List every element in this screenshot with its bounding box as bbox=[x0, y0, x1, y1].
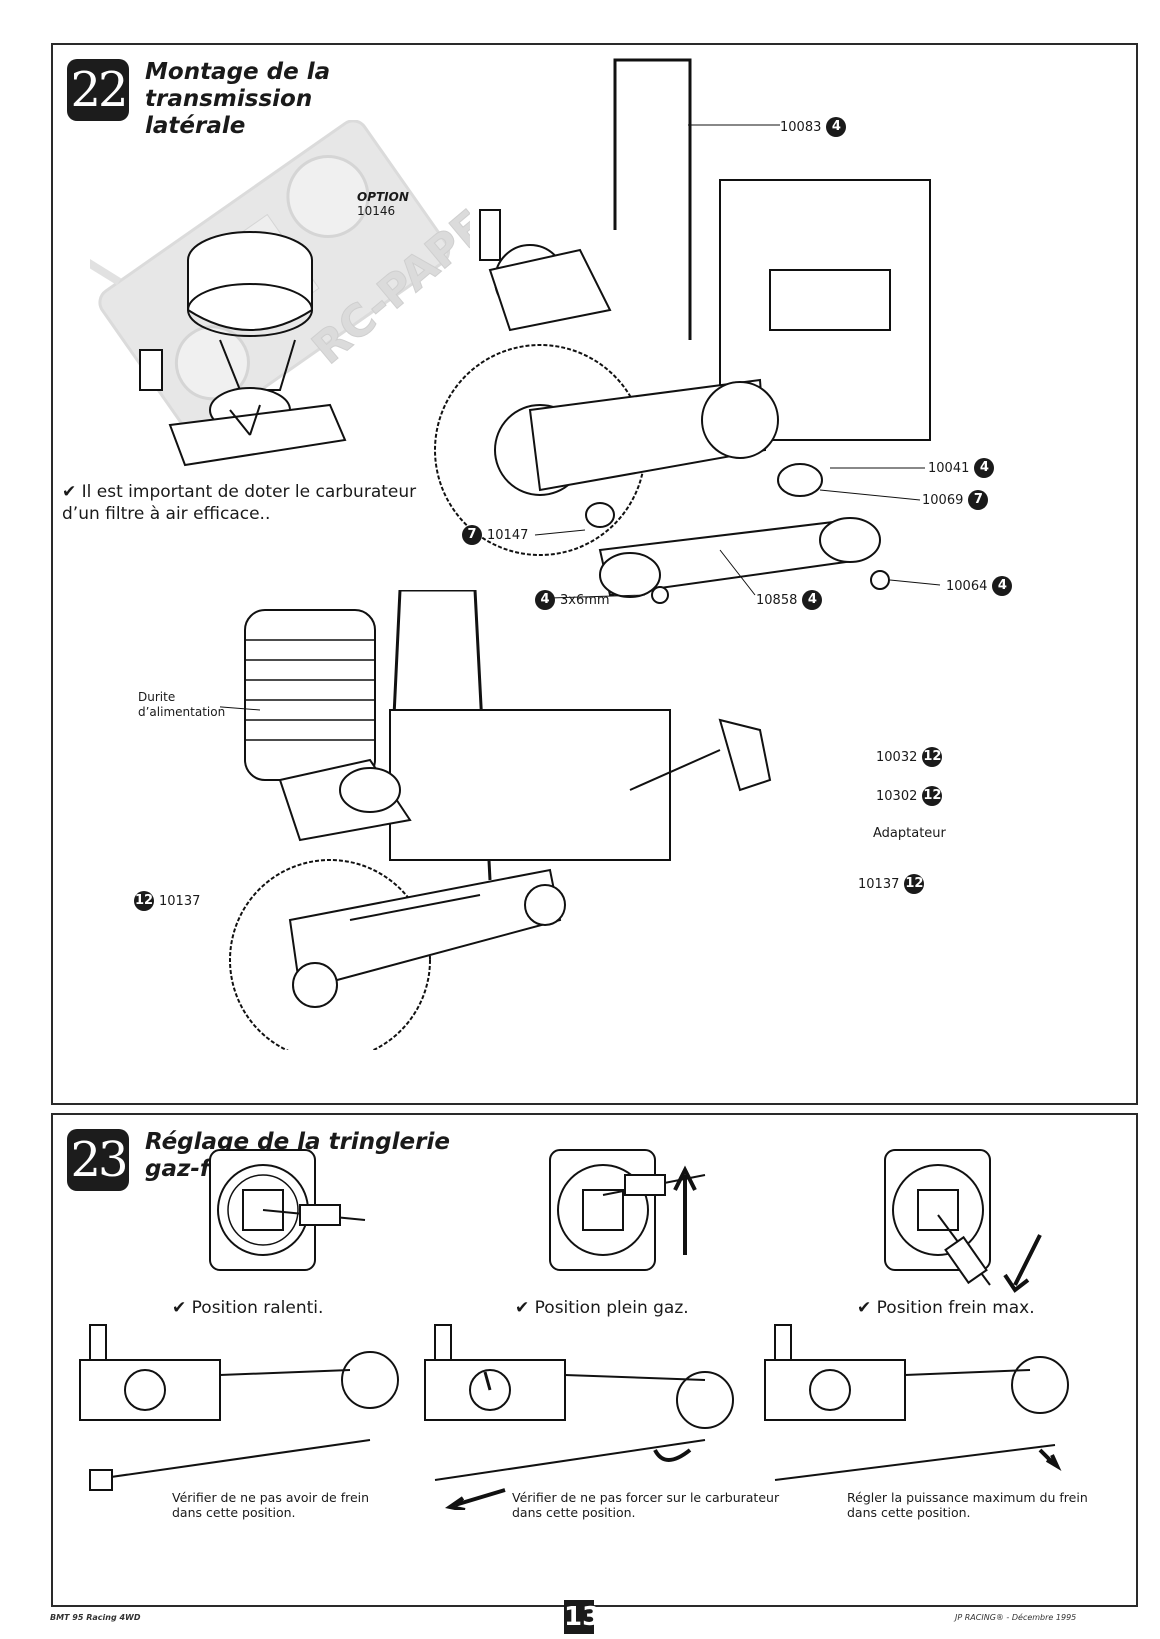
position-label-max-brake: ✔ Position frein max. bbox=[857, 1298, 1035, 1318]
part-number: 10083 bbox=[780, 119, 822, 135]
step-number-badge: 23 bbox=[67, 1129, 129, 1191]
quantity-badge: 12 bbox=[134, 891, 154, 911]
air-filter-note-line2: d’un filtre à air efficace.. bbox=[62, 504, 271, 524]
quantity-badge: 7 bbox=[462, 525, 482, 545]
max-brake-caption-line2: dans cette position. bbox=[847, 1505, 971, 1520]
quantity-badge: 4 bbox=[826, 117, 847, 137]
page-number: 13 bbox=[564, 1600, 601, 1634]
footer-model-name: BMT 95 Racing 4WD bbox=[50, 1613, 141, 1622]
air-filter-note-line1: ✔ Il est important de doter le carburate… bbox=[62, 482, 417, 502]
quantity-badge: 12 bbox=[904, 874, 925, 894]
linkage-max-brake-diagram bbox=[764, 1324, 1069, 1481]
quantity-badge: 12 bbox=[922, 747, 943, 767]
part-number: 10137 bbox=[159, 893, 201, 909]
part-label: Adaptateur bbox=[873, 826, 946, 841]
position-label-idle: ✔ Position ralenti. bbox=[172, 1298, 324, 1318]
step-title-line: latérale bbox=[145, 113, 246, 139]
servo-full-throttle-diagram bbox=[549, 1149, 706, 1271]
step-title-line: Montage de la bbox=[145, 59, 331, 85]
fuel-line-label-line1: Durite bbox=[138, 690, 176, 704]
full-throttle-caption-line2: dans cette position. bbox=[512, 1505, 636, 1520]
idle-caption-line1: Vérifier de ne pas avoir de frein bbox=[172, 1490, 370, 1505]
part-number: 10041 bbox=[928, 460, 970, 476]
part-number: 10858 bbox=[756, 592, 798, 608]
step-22-panel: 22 Montage de la transmission latérale bbox=[51, 43, 1138, 1105]
side-transmission-assembly-illustration bbox=[434, 58, 941, 604]
position-label-full-throttle: ✔ Position plein gaz. bbox=[515, 1298, 689, 1318]
part-number: 3x6mm bbox=[560, 592, 610, 608]
max-brake-caption-line1: Régler la puissance maximum du frein bbox=[847, 1490, 1088, 1505]
linkage-full-throttle-diagram bbox=[424, 1324, 734, 1510]
carburetor-air-filter-illustration bbox=[139, 231, 347, 467]
quantity-badge: 4 bbox=[974, 458, 995, 478]
idle-caption-line2: dans cette position. bbox=[172, 1505, 296, 1520]
part-callout: Adaptateur bbox=[873, 826, 946, 841]
full-throttle-caption-line1: Vérifier de ne pas forcer sur le carbura… bbox=[512, 1490, 780, 1505]
part-number: 10069 bbox=[922, 492, 964, 508]
quantity-badge: 4 bbox=[992, 576, 1013, 596]
footer-publisher: JP RACING® - Décembre 1995 bbox=[955, 1613, 1077, 1622]
linkage-idle-diagram bbox=[79, 1324, 399, 1491]
part-number: 10302 bbox=[876, 788, 918, 804]
part-number: 10137 bbox=[858, 876, 900, 892]
step-number-badge: 22 bbox=[67, 59, 129, 121]
option-label: OPTION bbox=[357, 190, 409, 204]
quantity-badge: 4 bbox=[802, 590, 823, 610]
servo-max-brake-diagram bbox=[884, 1149, 1042, 1293]
step-title: Montage de la transmission latérale bbox=[145, 59, 330, 140]
step-title-line: transmission bbox=[145, 86, 313, 112]
part-number: 10064 bbox=[946, 578, 988, 594]
part-number: 10032 bbox=[876, 749, 918, 765]
option-part-number: 10146 bbox=[357, 204, 396, 218]
part-callout: 4 3x6mm bbox=[535, 590, 610, 610]
quantity-badge: 7 bbox=[968, 490, 989, 510]
quantity-badge: 4 bbox=[535, 590, 555, 610]
part-callout: 12 10137 bbox=[134, 891, 200, 911]
part-number: 10147 bbox=[487, 527, 529, 543]
throttle-linkage-assembly-illustration bbox=[220, 590, 772, 1050]
fuel-line-label-line2: d’alimentation bbox=[138, 705, 226, 719]
quantity-badge: 12 bbox=[922, 786, 943, 806]
servo-idle-diagram bbox=[209, 1149, 366, 1271]
part-callout: 7 10147 bbox=[462, 525, 528, 545]
